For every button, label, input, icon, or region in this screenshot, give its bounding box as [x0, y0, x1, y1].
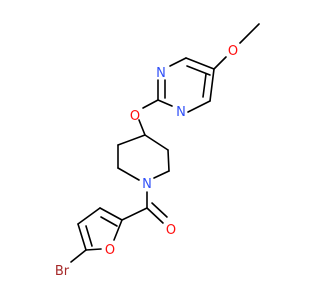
- bond-pip-n-c6: [117, 167, 140, 181]
- bond-c5-c4: [185, 57, 215, 70]
- atom-n-top: N: [156, 66, 166, 81]
- atom-br: Br: [55, 264, 70, 279]
- bond-methyl-o: [239, 23, 260, 44]
- bond-furan-c2-c3: [99, 207, 123, 221]
- bond-furan-c3-c4: [77, 207, 101, 225]
- bond-furan-c4-c5-double: [85, 225, 93, 247]
- bond-c2-o-ether: [142, 99, 159, 109]
- bond-c6-c5: [209, 68, 215, 102]
- bond-pip-c5-c4: [117, 134, 146, 146]
- atom-o-methoxy: O: [228, 44, 238, 59]
- bonds: [70, 23, 260, 263]
- bond-furan-o-c2: [113, 219, 123, 241]
- bond-n1-c6: [187, 100, 211, 113]
- atom-o-carbonyl: O: [166, 223, 176, 238]
- bond-carbonyl-furan: [121, 207, 148, 221]
- bond-furan-c5-o: [85, 248, 102, 251]
- background: [0, 0, 300, 300]
- bond-c4-n3: [169, 57, 187, 67]
- atom-n-piperidine: N: [142, 177, 152, 192]
- bond-c-o-carbonyl: [146, 207, 164, 224]
- bond-pip-c3-c2: [167, 149, 170, 172]
- bond-o-ether-c4: [138, 119, 146, 136]
- bond-o-c5: [213, 56, 227, 70]
- bond-c-o-carbonyl-double: [151, 202, 168, 218]
- bond-c5-br: [70, 249, 87, 263]
- atom-o-furan: O: [105, 243, 115, 258]
- bond-c2-n1: [157, 99, 173, 107]
- atom-o-ether: O: [130, 109, 140, 124]
- bond-pip-c2-n: [153, 170, 170, 179]
- bond-furan-c4-c5: [77, 223, 87, 251]
- bond-c6-c5-double: [202, 73, 207, 98]
- atom-labels: O N N O N O O Br: [55, 44, 238, 279]
- bond-pip-c4-c3: [144, 134, 169, 151]
- atom-n-bottom: N: [176, 105, 186, 120]
- bond-furan-c2-c3-double: [100, 216, 118, 227]
- molecule-structure: O N N O N O O Br: [0, 0, 300, 300]
